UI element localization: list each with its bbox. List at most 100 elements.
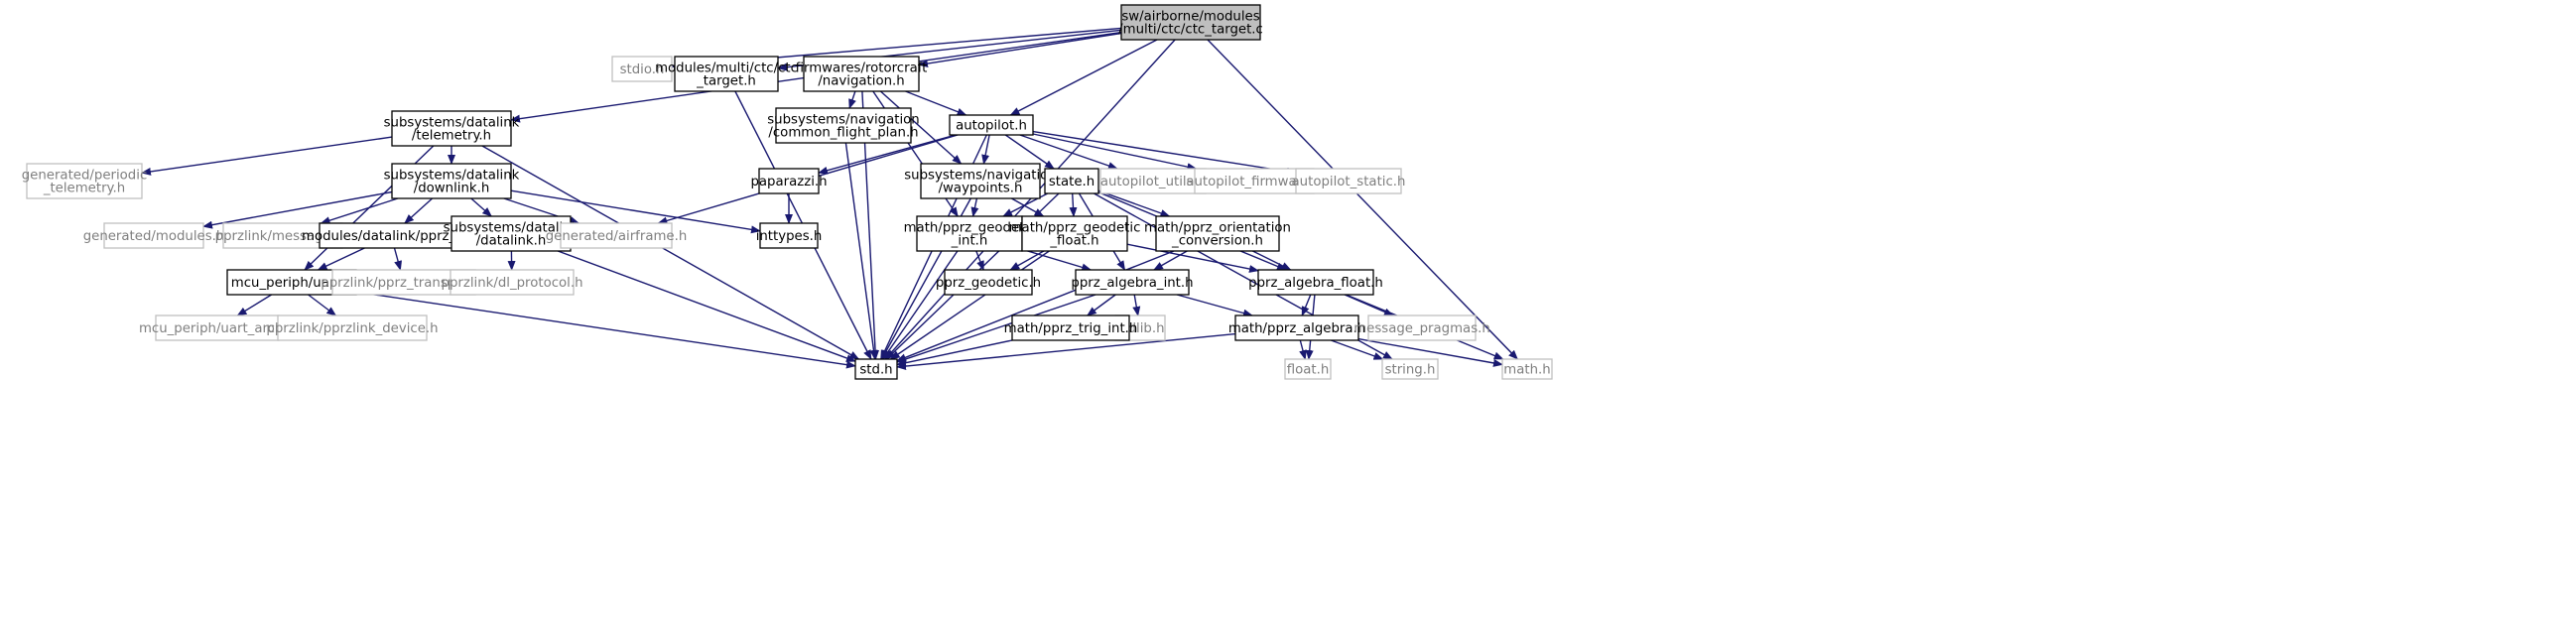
node-common-flight-plan[interactable]: subsystems/navigation/common_flight_plan… [767, 107, 920, 144]
node-label: modules/multi/ctc/ctc [655, 62, 798, 76]
node-label: pprz_algebra_float.h [1248, 276, 1383, 291]
node-label: /downlink.h [414, 182, 490, 196]
edge-algebra_int-to-stdlib [1132, 294, 1141, 316]
edge-common_flight_plan-to-std [844, 142, 878, 360]
node-label: firmwares/rotorcraft [796, 62, 928, 76]
edge-autopilot-to-autopilot_static [1032, 130, 1297, 176]
edge-geodetic_float-to-std [889, 250, 1050, 360]
node-autopilot-static: autopilot_static.h [1292, 168, 1405, 194]
edge-uart-to-pprzlink_device [308, 294, 337, 316]
node-box [1011, 314, 1130, 341]
edge-autopilot-to-paparazzi [818, 134, 957, 175]
node-box [319, 222, 463, 249]
node-box [1284, 358, 1332, 380]
node-label: mcu_periph/uart_arch.h [139, 321, 296, 336]
edge-root-to-autopilot [1009, 39, 1158, 116]
node-label: _telemetry.h [43, 182, 125, 196]
node-label: sw/airborne/modules [1121, 10, 1259, 25]
node-label: stdio.h [620, 63, 665, 77]
node-orientation-conv[interactable]: math/pprz_orientation_conversion.h [1144, 215, 1291, 252]
node-autopilot-firmware: autopilot_firmware.h [1186, 168, 1323, 194]
node-autopilot[interactable]: autopilot.h [949, 114, 1034, 136]
node-label: autopilot.h [956, 119, 1027, 134]
node-pprzlink-device: pprzlink/pprzlink_device.h [266, 314, 439, 341]
node-box [1099, 168, 1207, 194]
node-box [1367, 314, 1477, 341]
edge-pprz_dl-to-pprz_transport [393, 247, 402, 271]
edge-datalink_h-to-std [557, 250, 856, 362]
node-box [775, 107, 912, 144]
node-waypoints[interactable]: subsystems/navigation/waypoints.h [904, 163, 1057, 199]
node-label: modules/datalink/pprz_dl.h [302, 229, 480, 244]
node-airframe: generated/airframe.h [546, 222, 687, 249]
node-std[interactable]: std.h [854, 358, 898, 380]
node-inttypes[interactable]: inttypes.h [756, 222, 823, 249]
node-label: message_pragmas.h [1353, 321, 1490, 336]
node-label: math.h [1503, 363, 1550, 378]
node-label: _int.h [951, 234, 988, 249]
node-box [1257, 269, 1374, 296]
node-state[interactable]: state.h [1044, 168, 1099, 194]
edge-downlink-to-gen_modules [202, 190, 393, 229]
node-datalink-h[interactable]: subsystems/datalink/datalink.h [444, 215, 580, 252]
node-geodetic-float[interactable]: math/pprz_geodetic_float.h [1009, 215, 1141, 252]
node-periodic-telemetry: generated/periodic_telemetry.h [22, 163, 147, 199]
node-uart-arch: mcu_periph/uart_arch.h [139, 314, 296, 341]
node-root[interactable]: sw/airborne/modules/multi/ctc/ctc_target… [1118, 4, 1263, 41]
node-navigation[interactable]: firmwares/rotorcraft/navigation.h [796, 56, 928, 92]
node-float-h: float.h [1284, 358, 1332, 380]
edge-downlink-to-inttypes [510, 189, 761, 234]
edge-autopilot-to-autopilot_utils [1019, 134, 1118, 170]
node-geodetic-int[interactable]: math/pprz_geodetic_int.h [904, 215, 1036, 252]
node-telemetry[interactable]: subsystems/datalink/telemetry.h [384, 110, 520, 147]
node-label: pprzlink/pprzlink_device.h [266, 321, 438, 336]
node-label: _float.h [1049, 234, 1098, 249]
node-ctc-target-h[interactable]: modules/multi/ctc/ctc_target.h [655, 56, 798, 92]
node-label: pprzlink/messages.h [215, 229, 351, 244]
node-label: /multi/ctc/ctc_target.c [1118, 23, 1263, 38]
node-box [803, 56, 920, 92]
node-label: mcu_periph/uart.h [231, 276, 352, 291]
node-pprz-dl[interactable]: modules/datalink/pprz_dl.h [302, 222, 480, 249]
node-algebra[interactable]: math/pprz_algebra.h [1228, 314, 1365, 341]
node-box [560, 222, 673, 249]
node-label: math/pprz_orientation [1144, 221, 1291, 236]
node-trig-int[interactable]: math/pprz_trig_int.h [1004, 314, 1138, 341]
node-pprz-geodetic[interactable]: pprz_geodetic.h [936, 269, 1041, 296]
nodes-layer: sw/airborne/modules/multi/ctc/ctc_target… [22, 4, 1553, 380]
node-label: subsystems/navigation [904, 169, 1056, 184]
edge-state-to-orientation_conv [1097, 189, 1171, 217]
node-algebra-int[interactable]: pprz_algebra_int.h [1071, 269, 1194, 296]
node-box [674, 56, 779, 92]
edge-root-to-navigation [918, 32, 1122, 67]
node-box [758, 168, 820, 194]
node-string-h: string.h [1381, 358, 1439, 380]
node-label: inttypes.h [756, 229, 823, 244]
edge-navigation-to-common_flight_plan [848, 90, 856, 109]
node-box [944, 269, 1033, 296]
node-box [1021, 215, 1128, 252]
edge-geodetic_float-to-pprz_geodetic [1009, 250, 1045, 271]
edge-pprz_dl-to-uart [317, 247, 365, 271]
edge-root-to-math_h [1207, 39, 1518, 360]
node-box [1075, 269, 1190, 296]
node-box [916, 215, 1023, 252]
node-label: pprzlink/dl_protocol.h [442, 276, 583, 291]
node-box [1501, 358, 1553, 380]
node-box [1381, 358, 1439, 380]
node-box [611, 56, 673, 82]
node-label: math/pprz_algebra.h [1228, 321, 1365, 336]
node-paparazzi[interactable]: paparazzi.h [750, 168, 828, 194]
edge-algebra_int-to-std [896, 294, 1096, 363]
node-algebra-float[interactable]: pprz_algebra_float.h [1248, 269, 1383, 296]
node-label: pprzlink/pprz_transport.h [321, 276, 486, 291]
node-gen-modules: generated/modules.h [83, 222, 224, 249]
node-label: state.h [1049, 175, 1095, 189]
node-box [1194, 168, 1315, 194]
node-box [277, 314, 428, 341]
node-box [451, 215, 572, 252]
node-box [450, 269, 575, 296]
node-downlink[interactable]: subsystems/datalink/downlink.h [384, 163, 520, 199]
node-box [155, 314, 280, 341]
